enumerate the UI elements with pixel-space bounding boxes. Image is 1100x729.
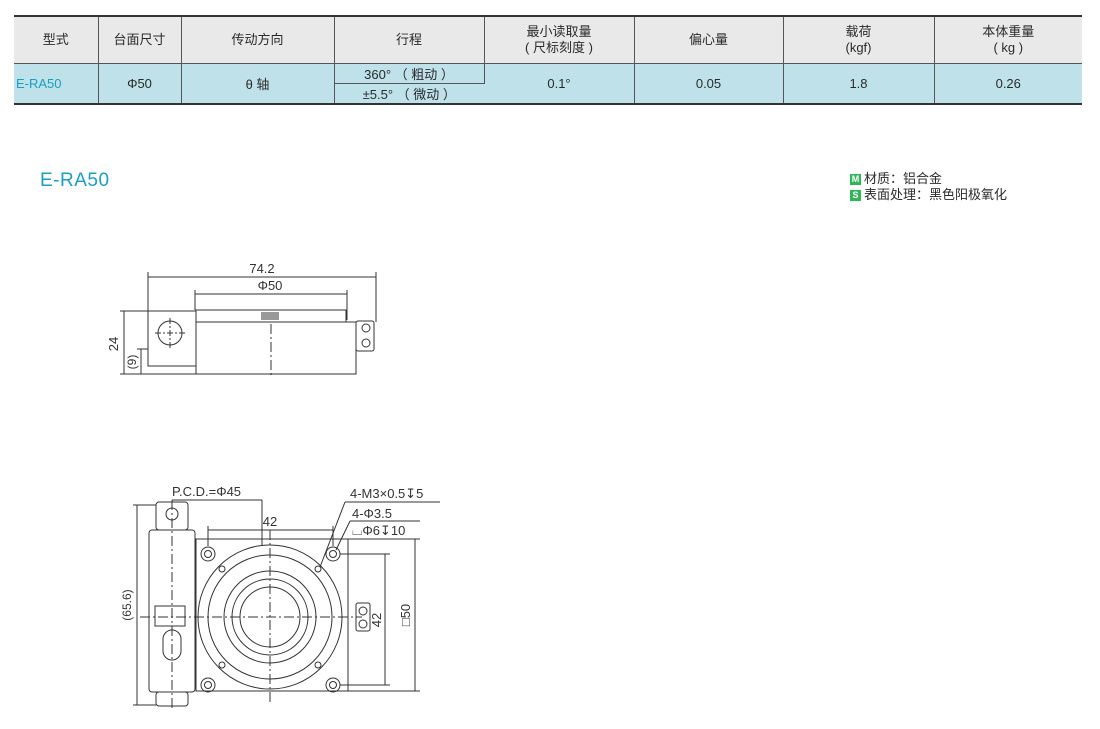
- side-view: [120, 272, 377, 378]
- surface-text: 表面处理：黑色阳极氧化: [864, 187, 1008, 202]
- header-load: 载荷(kgf): [783, 16, 935, 64]
- header-min-reading: 最小读取量( 尺标刻度 ): [484, 16, 635, 64]
- cell-weight: 0.26: [934, 63, 1082, 104]
- cell-direction: θ 轴: [181, 63, 335, 104]
- note-surface: S 表面处理：黑色阳极氧化: [850, 187, 1007, 203]
- base-plate: [195, 538, 349, 692]
- clamp-head-2: [361, 338, 371, 348]
- corner-holes: [200, 546, 341, 693]
- table-row-sub: ±5.5° （ 微动 ）: [14, 83, 1082, 104]
- table-holes: [218, 565, 322, 669]
- model-title: E-RA50: [40, 170, 110, 191]
- tap-leader-diag: [319, 501, 346, 568]
- top-view: [133, 499, 440, 708]
- dim-height-label: 24: [106, 337, 121, 351]
- hole-leader-diag: [335, 520, 351, 551]
- dim-42-side-label: 42: [369, 613, 384, 627]
- dim-base-label: (9): [125, 355, 139, 370]
- header-stroke: 行程: [334, 16, 485, 64]
- header-min-reading-sub: ( 尺标刻度 ): [525, 40, 593, 55]
- cell-stroke-fine: ±5.5° （ 微动 ）: [334, 83, 484, 104]
- header-weight: 本体重量( kg ): [934, 16, 1082, 64]
- spec-notes: M 材质：铝合金 S 表面处理：黑色阳极氧化: [850, 171, 1007, 203]
- clamp-screw: [355, 320, 375, 352]
- cell-table-size: Φ50: [98, 63, 182, 104]
- header-load-unit: (kgf): [845, 40, 872, 55]
- dim-42-top-label: 42: [263, 514, 277, 529]
- top-clamp: [355, 602, 371, 632]
- table-row: E-RA50 Φ50 θ 轴 360° （ 粗动 ） 0.1° 0.05 1.8…: [14, 63, 1082, 104]
- dim-table-label: Φ50: [258, 278, 283, 293]
- header-weight-unit: ( kg ): [993, 40, 1024, 55]
- note-material: M 材质：铝合金: [850, 171, 1007, 187]
- material-text: 材质：铝合金: [864, 171, 943, 186]
- cell-load: 1.8: [783, 63, 935, 104]
- micrometer-collar: [154, 605, 186, 627]
- cell-min-reading: 0.1°: [484, 63, 635, 104]
- micrometer-block: [147, 310, 197, 367]
- dim-50-side-label: □50: [398, 604, 413, 626]
- header-model: 型式: [14, 16, 99, 64]
- spec-table: 型式 台面尺寸 传动方向 行程 最小读取量( 尺标刻度 ) 偏心量 载荷(kgf…: [14, 15, 1082, 105]
- table-header-row: 型式 台面尺寸 传动方向 行程 最小读取量( 尺标刻度 ) 偏心量 载荷(kgf…: [14, 16, 1082, 64]
- top-clamp-head-1: [358, 606, 368, 616]
- cell-stroke-coarse: 360° （ 粗动 ）: [334, 63, 485, 84]
- header-load-main: 载荷: [845, 24, 872, 39]
- header-min-reading-main: 最小读取量: [526, 24, 592, 39]
- pcd-label: P.C.D.=Φ45: [172, 484, 241, 499]
- header-direction: 传动方向: [181, 16, 335, 64]
- top-clamp-head-2: [358, 619, 368, 629]
- counterbore-label: ⌴Φ6↧10: [352, 523, 405, 538]
- hole-label: 4-Φ3.5: [352, 506, 392, 521]
- cell-eccentricity: 0.05: [634, 63, 784, 104]
- cell-model: E-RA50: [14, 63, 99, 104]
- tap-label: 4-M3×0.5↧5: [350, 486, 423, 501]
- stage-body: [195, 321, 357, 375]
- scale-ticks: [261, 312, 279, 320]
- clamp-head-1: [361, 323, 371, 333]
- rotary-table-top: [195, 309, 347, 323]
- material-badge: M: [850, 173, 861, 185]
- dim-65-label: (65.6): [120, 589, 134, 620]
- dim-overall-label: 74.2: [249, 261, 274, 276]
- header-eccentricity: 偏心量: [634, 16, 784, 64]
- header-weight-main: 本体重量: [982, 24, 1035, 39]
- surface-badge: S: [850, 189, 861, 201]
- header-table-size: 台面尺寸: [98, 16, 182, 64]
